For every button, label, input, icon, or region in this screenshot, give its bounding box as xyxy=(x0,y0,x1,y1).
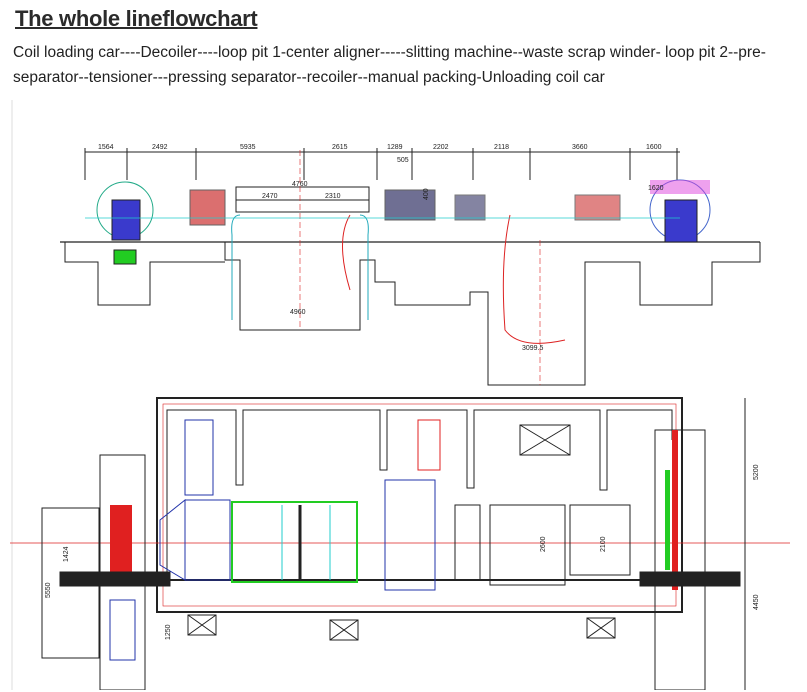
elevation-dimension-labels: 1564 2492 5935 2615 1289 2202 2118 3660 … xyxy=(98,144,664,352)
dim-label: 5550 xyxy=(45,582,52,598)
dim-label: 4450 xyxy=(753,594,760,610)
process-description: Coil loading car----Decoiler----loop pit… xyxy=(13,44,766,86)
dim-label: 2492 xyxy=(152,144,168,151)
dim-label: 1564 xyxy=(98,144,114,151)
dim-label: 5200 xyxy=(753,464,760,480)
dim-label: 2600 xyxy=(540,536,547,552)
dim-label: 2470 xyxy=(262,193,278,200)
plan-view xyxy=(10,397,790,690)
dim-label: 2118 xyxy=(494,144,509,151)
line-layout-drawing: 1564 2492 5935 2615 1289 2202 2118 3660 … xyxy=(10,100,790,690)
dim-label: 3660 xyxy=(572,144,588,151)
dim-label: 400 xyxy=(423,188,430,200)
dim-label: 1250 xyxy=(165,624,172,640)
elevation-view xyxy=(60,148,761,386)
dim-label: 1620 xyxy=(648,185,664,192)
dim-label: 3099.5 xyxy=(522,345,544,352)
dim-label: 2100 xyxy=(600,536,607,552)
dim-label: 2615 xyxy=(332,144,348,151)
dim-label: 2310 xyxy=(325,193,341,200)
dim-label: 4760 xyxy=(292,181,308,188)
dim-label: 5935 xyxy=(240,144,256,151)
dim-label: 2202 xyxy=(433,144,449,151)
plan-dimension-labels: 5200 4450 5550 1424 1250 2600 2100 xyxy=(45,464,760,640)
dim-label: 4960 xyxy=(290,309,306,316)
page-title: The whole lineflowchart xyxy=(15,6,258,31)
dim-label: 1289 xyxy=(387,144,403,151)
dim-label: 1424 xyxy=(63,546,70,562)
dim-label: 1600 xyxy=(646,144,662,151)
dim-label: 505 xyxy=(397,157,409,164)
